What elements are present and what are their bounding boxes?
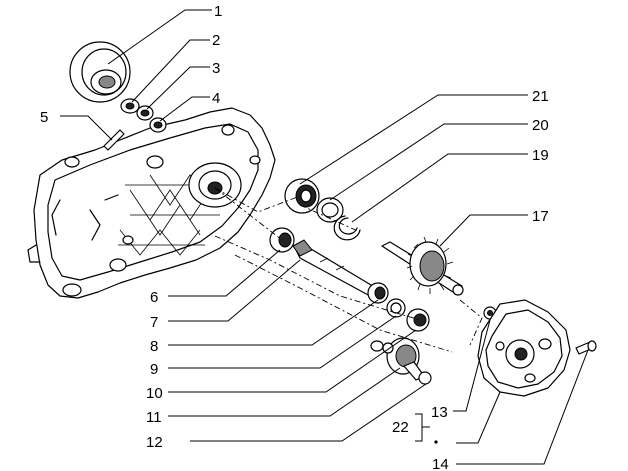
part-20-seal [316, 197, 344, 223]
part-10-bearing [406, 308, 430, 332]
callout-13: 13 [431, 404, 448, 421]
callout-2: 2 [212, 32, 220, 49]
callout-19: 19 [532, 147, 549, 164]
part-12-washer [370, 340, 394, 354]
callout-1: 1 [214, 3, 222, 20]
part-1-clutch-bell [69, 41, 131, 103]
callout-14: 14 [432, 456, 449, 471]
part-4-washer [149, 117, 167, 133]
callout-20: 20 [532, 117, 549, 134]
callout-labels: 1 2 3 4 5 6 7 8 9 10 11 12 13 14 17 19 2… [40, 3, 549, 471]
callout-11: 11 [146, 409, 162, 426]
assembly-centerlines [214, 187, 483, 353]
part-8-bearing [367, 282, 389, 304]
callout-10: 10 [146, 385, 163, 402]
part-17-gear-shaft [381, 236, 464, 296]
crankcase-housing [27, 107, 276, 299]
part-19-circlip [333, 215, 361, 241]
callout-9: 9 [150, 361, 158, 378]
callout-6: 6 [150, 289, 158, 306]
part-2-nut [120, 98, 140, 114]
callout-7: 7 [150, 314, 158, 331]
part-11-gear [386, 337, 432, 385]
part-7-drive-shaft [292, 239, 377, 297]
part-21-bearing [284, 178, 320, 214]
part-9-seal [386, 298, 406, 318]
part-5-dowel-pin [103, 129, 125, 151]
leader-lines [60, 9, 589, 465]
callout-17: 17 [532, 208, 549, 225]
callout-21: 21 [532, 88, 549, 105]
callout-4: 4 [212, 90, 220, 107]
callout-12: 12 [146, 434, 163, 451]
part-14-bolt [575, 340, 597, 355]
callout-5: 5 [40, 109, 48, 126]
callout-22: 22 [392, 419, 409, 436]
callout-8: 8 [150, 338, 158, 355]
gearbox-cover [477, 299, 571, 397]
part-3-washer [136, 105, 154, 121]
callout-3: 3 [212, 60, 220, 77]
